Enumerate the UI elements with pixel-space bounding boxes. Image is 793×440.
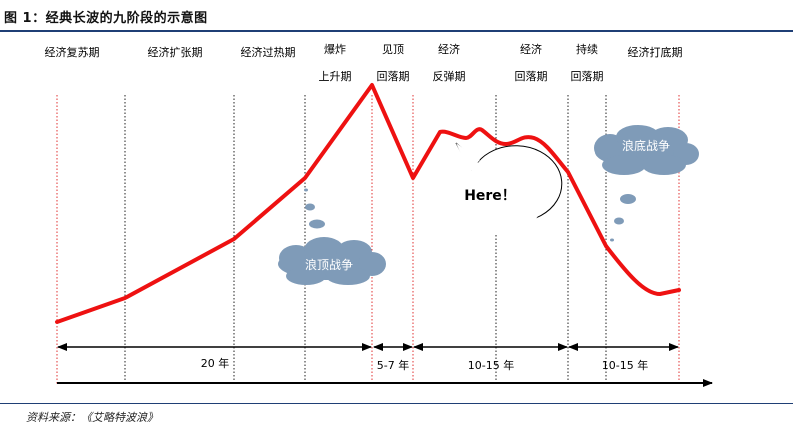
phase-label-decline-line2: 回落期 [515,70,548,83]
thought-bubble-bottom-war: 浪底战争 [594,125,699,242]
phase-label-expansion: 经济扩张期 [148,45,203,59]
cloud-shape-bottom-war [594,125,699,175]
phase-label-decline-line1: 经济 [520,42,542,56]
duration-label-10-15y-a: 10-15 年 [468,358,514,372]
duration-label-10-15y-b: 10-15 年 [602,358,648,372]
cloud-shape-top-war [278,237,386,285]
phase-dividers [56,95,680,385]
thought-dot-small-2 [610,238,614,242]
long-wave-curve [55,83,681,324]
speech-label-here: Here！ [464,188,516,204]
thought-dot-medium-2 [614,217,624,225]
phase-label-continued-line2: 回落期 [571,70,604,83]
thought-bubble-top-war: 浪顶战争 [278,188,386,285]
duration-labels: 20 年 5-7 年 10-15 年 10-15 年 [201,356,648,372]
figure-title: 图 1：经典长波的九阶段的示意图 [4,11,208,26]
phase-label-peak-line2: 回落期 [377,70,410,83]
thought-dot-small [304,188,308,192]
phase-label-rebound-line1: 经济 [438,42,460,56]
duration-label-5-7y: 5-7 年 [377,358,409,372]
thought-label-bottom-war: 浪底战争 [622,138,670,153]
phase-label-peak-line1: 见顶 [382,43,404,56]
source-note: 资料来源：《艾略特波浪》 [26,411,158,424]
thought-dot-large [309,219,325,229]
phase-label-continued-line1: 持续 [576,42,598,56]
phase-label-explosive-line2: 上升期 [319,70,352,83]
title-rule [0,30,793,32]
duration-label-20y: 20 年 [201,356,230,370]
phase-labels: 经济复苏期 经济扩张期 经济过热期 爆炸 上升期 见顶 回落期 经济 反弹期 经… [45,42,683,83]
thought-label-top-war: 浪顶战争 [305,257,353,272]
phase-label-bottoming: 经济打底期 [628,45,683,59]
source-rule [0,403,793,404]
phase-label-recovery: 经济复苏期 [45,45,100,59]
phase-label-overheating: 经济过热期 [241,45,296,59]
thought-dot-large-2 [620,194,636,204]
phase-label-rebound-line2: 反弹期 [433,69,466,83]
phase-label-explosive-line1: 爆炸 [324,42,346,56]
thought-dot-medium [305,203,315,211]
speech-bubble-here: Here！ [455,142,563,234]
